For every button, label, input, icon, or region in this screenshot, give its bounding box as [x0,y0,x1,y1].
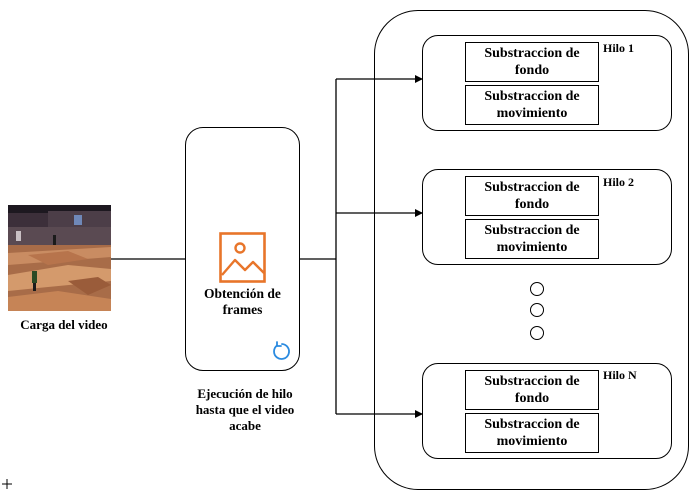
step-text: fondo [514,197,550,212]
step-text: movimiento [496,434,568,449]
frames-label-line1: Obtención de [204,286,281,301]
ellipsis-dot [530,303,544,317]
motion-subtraction-step-1: Substraccion de movimiento [465,85,599,125]
step-text: movimiento [496,240,568,255]
frames-label-line2: frames [222,302,263,317]
step-text: fondo [514,63,550,78]
step-text: Substraccion de [484,180,580,195]
step-text: Substraccion de [484,46,580,61]
step-text: Substraccion de [484,89,580,104]
loop-caption: Ejecución de hilo hasta que el video aca… [180,386,310,434]
video-caption: Carga del video [20,317,108,332]
loop-caption-line2: hasta que el video [195,402,295,417]
loop-caption-line1: Ejecución de hilo [197,386,293,401]
motion-subtraction-step-2: Substraccion de movimiento [465,219,599,259]
frames-label: Obtención de frames [185,286,300,318]
thread-name-1: Hilo 1 [603,41,635,55]
background-subtraction-step-n: Substraccion de fondo [465,370,599,410]
ellipsis-dot [530,326,544,340]
ellipsis-dot [530,282,544,296]
background-subtraction-step-1: Substraccion de fondo [465,42,599,82]
video-thumbnail [8,205,111,311]
step-text: fondo [514,391,550,406]
step-text: Substraccion de [484,417,580,432]
loop-caption-line3: acabe [229,418,261,433]
thread-name-n: Hilo N [603,368,637,382]
thread-name-2: Hilo 2 [603,175,635,189]
step-text: movimiento [496,106,568,121]
image-icon [219,232,266,283]
motion-subtraction-step-n: Substraccion de movimiento [465,413,599,453]
background-subtraction-step-2: Substraccion de fondo [465,176,599,216]
step-text: Substraccion de [484,374,580,389]
step-text: Substraccion de [484,223,580,238]
refresh-icon [270,340,292,362]
frames-process-box [185,127,300,371]
